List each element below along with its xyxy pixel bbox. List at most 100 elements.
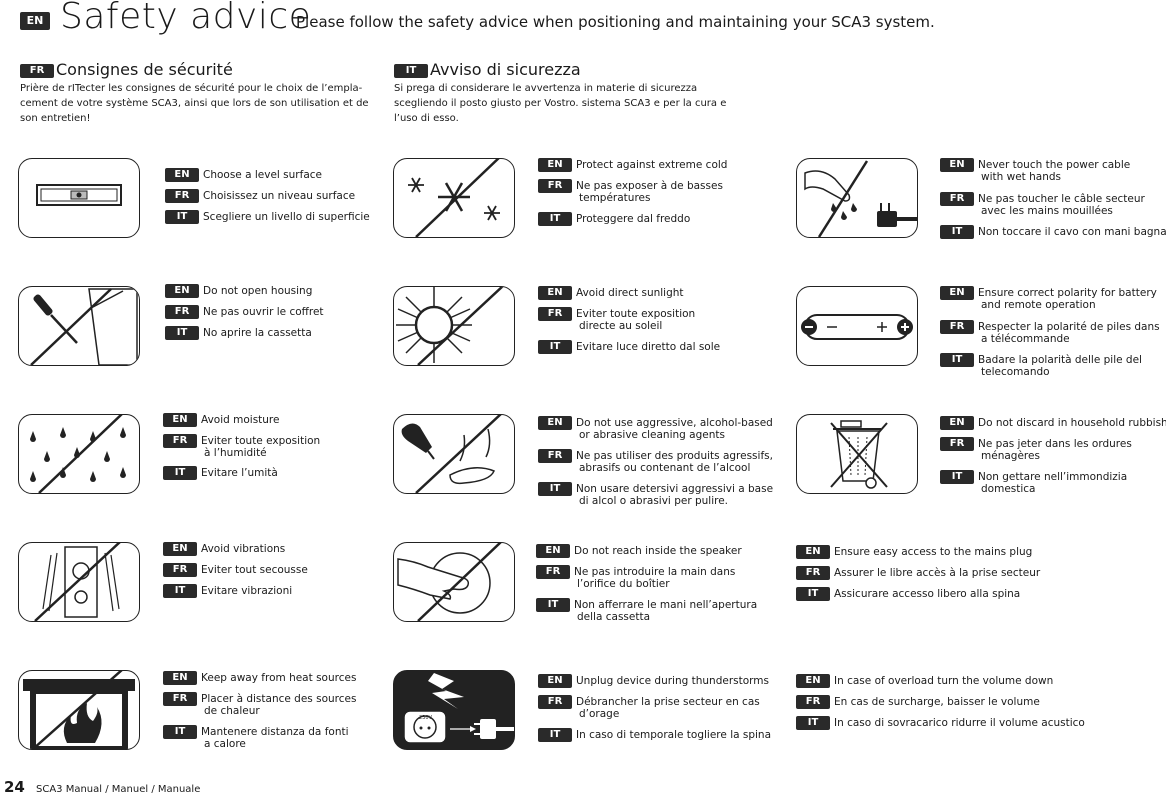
- advice-text: Choose a level surface: [203, 169, 322, 181]
- advice-line: l’orifice du boîtier: [577, 578, 670, 590]
- page-subtitle: Please follow the safety advice when pos…: [296, 13, 935, 31]
- advice-line: domestica: [981, 483, 1036, 495]
- language-badge-en: EN: [20, 12, 50, 30]
- language-badge-fr: FR: [165, 305, 199, 319]
- language-badge-it: IT: [538, 212, 572, 226]
- intro-it-line: l’uso di esso.: [394, 113, 459, 124]
- advice-line: avec les mains mouillées: [981, 205, 1113, 217]
- advice-text: Proteggere dal freddo: [576, 213, 690, 225]
- advice-line: Débrancher la prise secteur en cas: [576, 696, 760, 708]
- advice-line: Keep away from heat sources: [201, 672, 357, 684]
- language-badge-en: EN: [538, 674, 572, 688]
- advice-text: Choisissez un niveau surface: [203, 190, 355, 202]
- intro-fr-title: Consignes de sécurité: [56, 60, 233, 79]
- language-badge-en: EN: [538, 286, 572, 300]
- advice-text: Avoid moisture: [201, 414, 279, 426]
- language-badge-en: EN: [165, 168, 199, 182]
- language-badge-en: EN: [538, 416, 572, 430]
- advice-line: Never touch the power cable: [978, 159, 1131, 171]
- advice-text: In case of overload turn the volume down: [834, 675, 1053, 687]
- advice-line: a télécommande: [981, 333, 1070, 345]
- advice-line: Evitare l’umità: [201, 467, 278, 479]
- language-badge-it: IT: [940, 225, 974, 239]
- intro-it-title: Avviso di sicurezza: [430, 60, 581, 79]
- advice-line: Eviter tout secousse: [201, 564, 308, 576]
- language-badge-en: EN: [163, 671, 197, 685]
- language-badge-en: EN: [796, 545, 830, 559]
- language-badge-fr: FR: [163, 563, 197, 577]
- language-badge-it: IT: [940, 470, 974, 484]
- battery-polarity-icon: [796, 286, 918, 366]
- advice-text: Unplug device during thunderstorms: [576, 675, 769, 687]
- advice-text: Evitare luce diretto dal sole: [576, 341, 720, 353]
- language-badge-fr: FR: [940, 437, 974, 451]
- language-badge-fr: FR: [536, 565, 570, 579]
- language-badge-en: EN: [940, 158, 974, 172]
- language-badge-en: EN: [796, 674, 830, 688]
- advice-line: Assurer le libre accès à la prise secteu…: [834, 567, 1041, 579]
- advice-text: Do not reach inside the speaker: [574, 545, 742, 557]
- advice-line: Unplug device during thunderstorms: [576, 675, 769, 687]
- advice-line: della cassetta: [577, 611, 651, 623]
- advice-text: Eviter tout secousse: [201, 564, 308, 576]
- intro-it-line: scegliendo il posto giusto per Vostro. s…: [394, 98, 727, 109]
- language-badge-it: IT: [538, 728, 572, 742]
- language-badge-it: IT: [394, 64, 428, 78]
- language-badge-fr: FR: [163, 434, 197, 448]
- advice-text: Ne pas utiliser des produits agressifs,a…: [576, 450, 773, 474]
- language-badge-it: IT: [163, 725, 197, 739]
- advice-line: No aprire la cassetta: [203, 327, 312, 339]
- language-badge-fr: FR: [940, 320, 974, 334]
- language-badge-fr: FR: [796, 566, 830, 580]
- advice-line: Do not reach inside the speaker: [574, 545, 742, 557]
- language-badge-en: EN: [165, 284, 199, 298]
- advice-text: Protect against extreme cold: [576, 159, 727, 171]
- page-number: 24: [4, 778, 25, 796]
- advice-text: Do not discard in household rubbish: [978, 417, 1166, 429]
- advice-line: Avoid direct sunlight: [576, 287, 684, 299]
- cleaning-agent-crossed-icon: [393, 414, 515, 494]
- language-badge-fr: FR: [796, 695, 830, 709]
- advice-text: Ne pas ouvrir le coffret: [203, 306, 324, 318]
- language-badge-it: IT: [538, 482, 572, 496]
- advice-text: Avoid direct sunlight: [576, 287, 684, 299]
- advice-line: à l’humidité: [204, 447, 267, 459]
- language-badge-it: IT: [163, 584, 197, 598]
- advice-line: directe au soleil: [579, 320, 663, 332]
- language-badge-en: EN: [163, 413, 197, 427]
- advice-line: and remote operation: [981, 299, 1096, 311]
- fireplace-crossed-icon: [18, 670, 140, 750]
- page-title: Safety advice: [60, 0, 312, 37]
- advice-line: In caso di temporale togliere la spina: [576, 729, 772, 741]
- advice-line: Badare la polarità delle pile del: [978, 354, 1142, 366]
- language-badge-fr: FR: [538, 449, 572, 463]
- advice-line: a calore: [204, 738, 246, 750]
- advice-line: Do not discard in household rubbish: [978, 417, 1166, 429]
- language-badge-en: EN: [163, 542, 197, 556]
- raindrops-crossed-icon: [18, 414, 140, 494]
- advice-line: Ne pas ouvrir le coffret: [203, 306, 324, 318]
- language-badge-en: EN: [940, 416, 974, 430]
- advice-line: Protect against extreme cold: [576, 159, 728, 171]
- screwdriver-housing-icon: [18, 286, 140, 366]
- advice-line: Scegliere un livello di superficie: [203, 211, 370, 223]
- advice-text: En cas de surcharge, baisser le volume: [834, 696, 1040, 708]
- level-surface-icon: [18, 158, 140, 238]
- advice-line: Mantenere distanza da fonti: [201, 726, 349, 738]
- language-badge-fr: FR: [163, 692, 197, 706]
- language-badge-it: IT: [165, 326, 199, 340]
- outlet-voltage-label: 230V: [419, 715, 433, 721]
- advice-text: Scegliere un livello di superficie: [203, 211, 370, 223]
- vibration-crossed-icon: [18, 542, 140, 622]
- intro-it-text: Si prega di considerare le avvertenza in…: [394, 81, 726, 126]
- language-badge-en: EN: [536, 544, 570, 558]
- advice-text: Do not open housing: [203, 285, 312, 297]
